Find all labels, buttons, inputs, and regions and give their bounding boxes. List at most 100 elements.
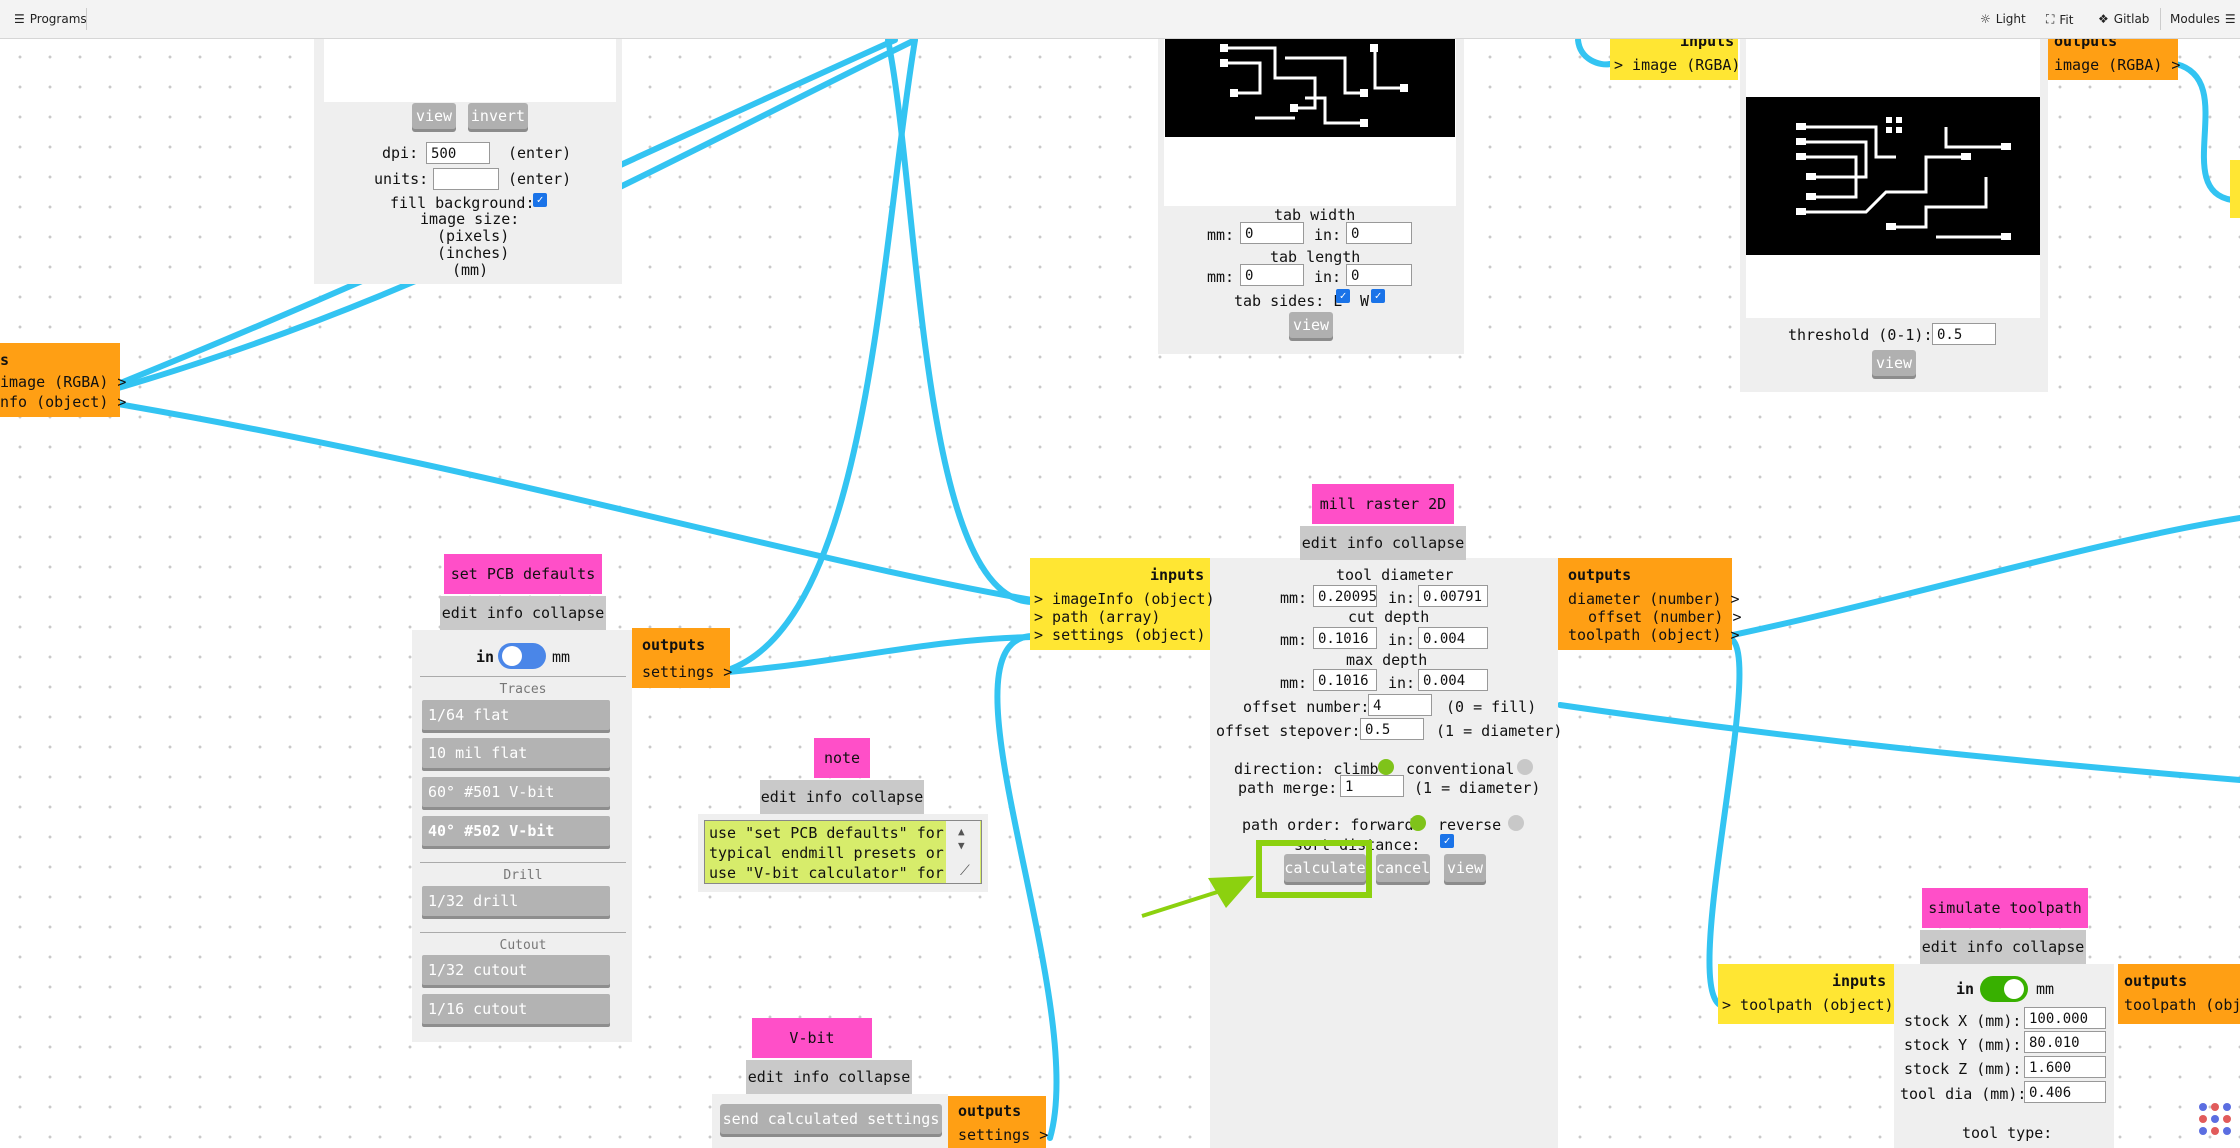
direction-conventional-label: conventional xyxy=(1406,760,1515,778)
preset-1-64-flat[interactable]: 1/64 flat xyxy=(422,700,610,730)
mill-view-button[interactable]: view xyxy=(1444,854,1486,882)
vbit-calculator-title[interactable]: V-bit calculator xyxy=(752,1018,872,1087)
pcb-traces-graphic xyxy=(1796,117,2011,240)
output-port-offset[interactable]: offset (number) > xyxy=(1588,608,1742,626)
stock-z-input[interactable]: 1.600 xyxy=(2024,1056,2106,1078)
image-size-label: image size: xyxy=(420,210,520,228)
scroll-down-icon[interactable]: ▼ xyxy=(958,839,965,852)
output-port-diameter[interactable]: diameter (number) > xyxy=(1568,590,1740,608)
tabs-view-button[interactable]: view xyxy=(1289,312,1333,338)
input-port-imageinfo[interactable]: > imageInfo (object) xyxy=(1034,590,1215,608)
output-port-toolpath[interactable]: toolpath (object) > xyxy=(1568,626,1740,644)
direction-label: direction: climb xyxy=(1234,760,1379,778)
cut-depth-mm-input[interactable]: 0.1016 xyxy=(1313,627,1377,649)
fill-background-label: fill background: xyxy=(390,194,535,212)
offscreen-module-inputs xyxy=(2230,160,2240,218)
output-port-toolpath[interactable]: toolpath (object xyxy=(2124,996,2240,1014)
offset-stepover-input[interactable]: 0.5 xyxy=(1360,718,1424,740)
light-theme-button[interactable]: ☼ Light xyxy=(1980,12,2026,26)
preset-1-32-drill[interactable]: 1/32 drill xyxy=(422,886,610,916)
invert-button[interactable]: invert xyxy=(468,103,528,129)
mill-edit-info-collapse[interactable]: edit info collapse xyxy=(1300,526,1466,560)
modules-menu[interactable]: Modules ☰ xyxy=(2170,12,2236,26)
pcb-defaults-edit-info-collapse[interactable]: edit info collapse xyxy=(440,596,606,630)
offset-number-input[interactable]: 4 xyxy=(1368,694,1432,716)
input-port-image[interactable]: > image (RGBA) xyxy=(1614,56,1741,74)
tab-length-mm-label: mm: xyxy=(1207,268,1235,286)
threshold-preview-image xyxy=(1746,97,2040,255)
note-textarea[interactable]: use "set PCB defaults" for typical endmi… xyxy=(704,820,982,884)
input-port-settings[interactable]: > settings (object) xyxy=(1034,626,1206,644)
threshold-view-button[interactable]: view xyxy=(1872,350,1916,376)
vbit-edit-info-collapse[interactable]: edit info collapse xyxy=(746,1060,912,1094)
direction-climb-radio[interactable] xyxy=(1378,759,1394,775)
preset-1-16-cutout[interactable]: 1/16 cutout xyxy=(422,994,610,1024)
fit-button[interactable]: ⛶ Fit xyxy=(2046,12,2074,27)
output-port-settings[interactable]: settings > xyxy=(642,663,733,681)
units-toggle-switch[interactable] xyxy=(498,643,546,669)
output-port-info[interactable]: nfo (object) > xyxy=(0,393,127,411)
output-port-image[interactable]: image (RGBA) > xyxy=(2054,56,2181,74)
max-depth-in-label: in: xyxy=(1388,674,1416,692)
output-port-settings[interactable]: settings > xyxy=(958,1126,1049,1144)
calculate-button[interactable]: calculate xyxy=(1284,854,1366,882)
set-pcb-defaults-title[interactable]: set PCB defaults xyxy=(444,554,602,594)
send-calculated-settings-button[interactable]: send calculated settings xyxy=(720,1104,942,1134)
resize-handle-icon[interactable]: ⟋ xyxy=(960,863,970,879)
path-order-forward-radio[interactable] xyxy=(1410,815,1426,831)
mm-value: (mm) xyxy=(452,261,489,279)
units-enter-hint: (enter) xyxy=(508,170,572,188)
pcb-defaults-outputs: outputs settings > xyxy=(632,628,733,688)
fill-background-checkbox[interactable]: ✓ xyxy=(533,193,547,207)
top-toolbar: ☰ Programs ☼ Light ⛶ Fit ❖ Gitlab Module… xyxy=(0,0,2240,39)
tool-diameter-in-input[interactable]: 0.00791 xyxy=(1418,585,1488,607)
input-port-toolpath[interactable]: > toolpath (object) xyxy=(1722,996,1894,1014)
path-merge-input[interactable]: 1 xyxy=(1340,775,1404,797)
view-button[interactable]: view xyxy=(412,103,456,129)
stock-y-input[interactable]: 80.010 xyxy=(2024,1031,2106,1053)
tab-length-mm-input[interactable]: 0 xyxy=(1240,264,1304,286)
tab-width-mm-input[interactable]: 0 xyxy=(1240,222,1304,244)
stock-x-input[interactable]: 100.000 xyxy=(2024,1007,2106,1029)
dpi-input[interactable]: 500 xyxy=(426,142,490,164)
max-depth-mm-input[interactable]: 0.1016 xyxy=(1313,669,1377,691)
simulate-edit-info-collapse[interactable]: edit info collapse xyxy=(1920,930,2086,964)
tab-width-in-input[interactable]: 0 xyxy=(1346,222,1412,244)
simulate-toolpath-title[interactable]: simulate toolpath xyxy=(1922,888,2088,928)
tab-length-in-input[interactable]: 0 xyxy=(1346,264,1412,286)
tool-diameter-mm-input[interactable]: 0.20095 xyxy=(1313,585,1377,607)
path-order-reverse-radio[interactable] xyxy=(1508,815,1524,831)
tab-side-w-checkbox[interactable]: ✓ xyxy=(1371,289,1385,303)
tool-dia-input[interactable]: 0.406 xyxy=(2024,1081,2106,1103)
scroll-up-icon[interactable]: ▲ xyxy=(958,825,965,838)
note-edit-info-collapse[interactable]: edit info collapse xyxy=(760,780,924,814)
gitlab-link[interactable]: ❖ Gitlab xyxy=(2098,12,2150,26)
tool-type-label: tool type: xyxy=(1962,1124,2053,1142)
preset-10-mil-flat[interactable]: 10 mil flat xyxy=(422,738,610,768)
mill-raster-2d-title[interactable]: mill raster 2D xyxy=(1312,484,1454,524)
sim-units-toggle-switch[interactable] xyxy=(1980,976,2028,1002)
units-input[interactable] xyxy=(433,168,499,190)
max-depth-mm-label: mm: xyxy=(1280,674,1308,692)
note-title[interactable]: note xyxy=(814,738,870,778)
preset-40-502-vbit[interactable]: 40° #502 V-bit xyxy=(422,816,610,846)
preset-60-501-vbit[interactable]: 60° #501 V-bit xyxy=(422,777,610,807)
max-depth-in-input[interactable]: 0.004 xyxy=(1418,669,1488,691)
tab-side-e-checkbox[interactable]: ✓ xyxy=(1336,289,1350,303)
mill-inputs: inputs > imageInfo (object) > path (arra… xyxy=(1030,558,1215,650)
toggle-knob xyxy=(502,646,522,666)
output-port-image[interactable]: image (RGBA) > xyxy=(0,373,127,391)
threshold-input[interactable]: 0.5 xyxy=(1932,323,1996,345)
mill-panel xyxy=(1210,558,1558,1148)
tool-diameter-label: tool diameter xyxy=(1336,566,1454,584)
cut-depth-in-input[interactable]: 0.004 xyxy=(1418,627,1488,649)
note-scrollbar[interactable]: ▲ ▼ ⟋ xyxy=(946,821,980,883)
simulate-inputs: inputs > toolpath (object) xyxy=(1718,964,1894,1024)
preset-1-32-cutout[interactable]: 1/32 cutout xyxy=(422,955,610,985)
input-port-path[interactable]: > path (array) xyxy=(1034,608,1161,626)
sort-distance-checkbox[interactable]: ✓ xyxy=(1440,834,1454,848)
threshold-inputs: inputs > image (RGBA) xyxy=(1610,32,1741,80)
direction-conventional-radio[interactable] xyxy=(1517,759,1533,775)
cancel-button[interactable]: cancel xyxy=(1376,854,1430,882)
programs-menu[interactable]: ☰ Programs xyxy=(14,12,87,26)
